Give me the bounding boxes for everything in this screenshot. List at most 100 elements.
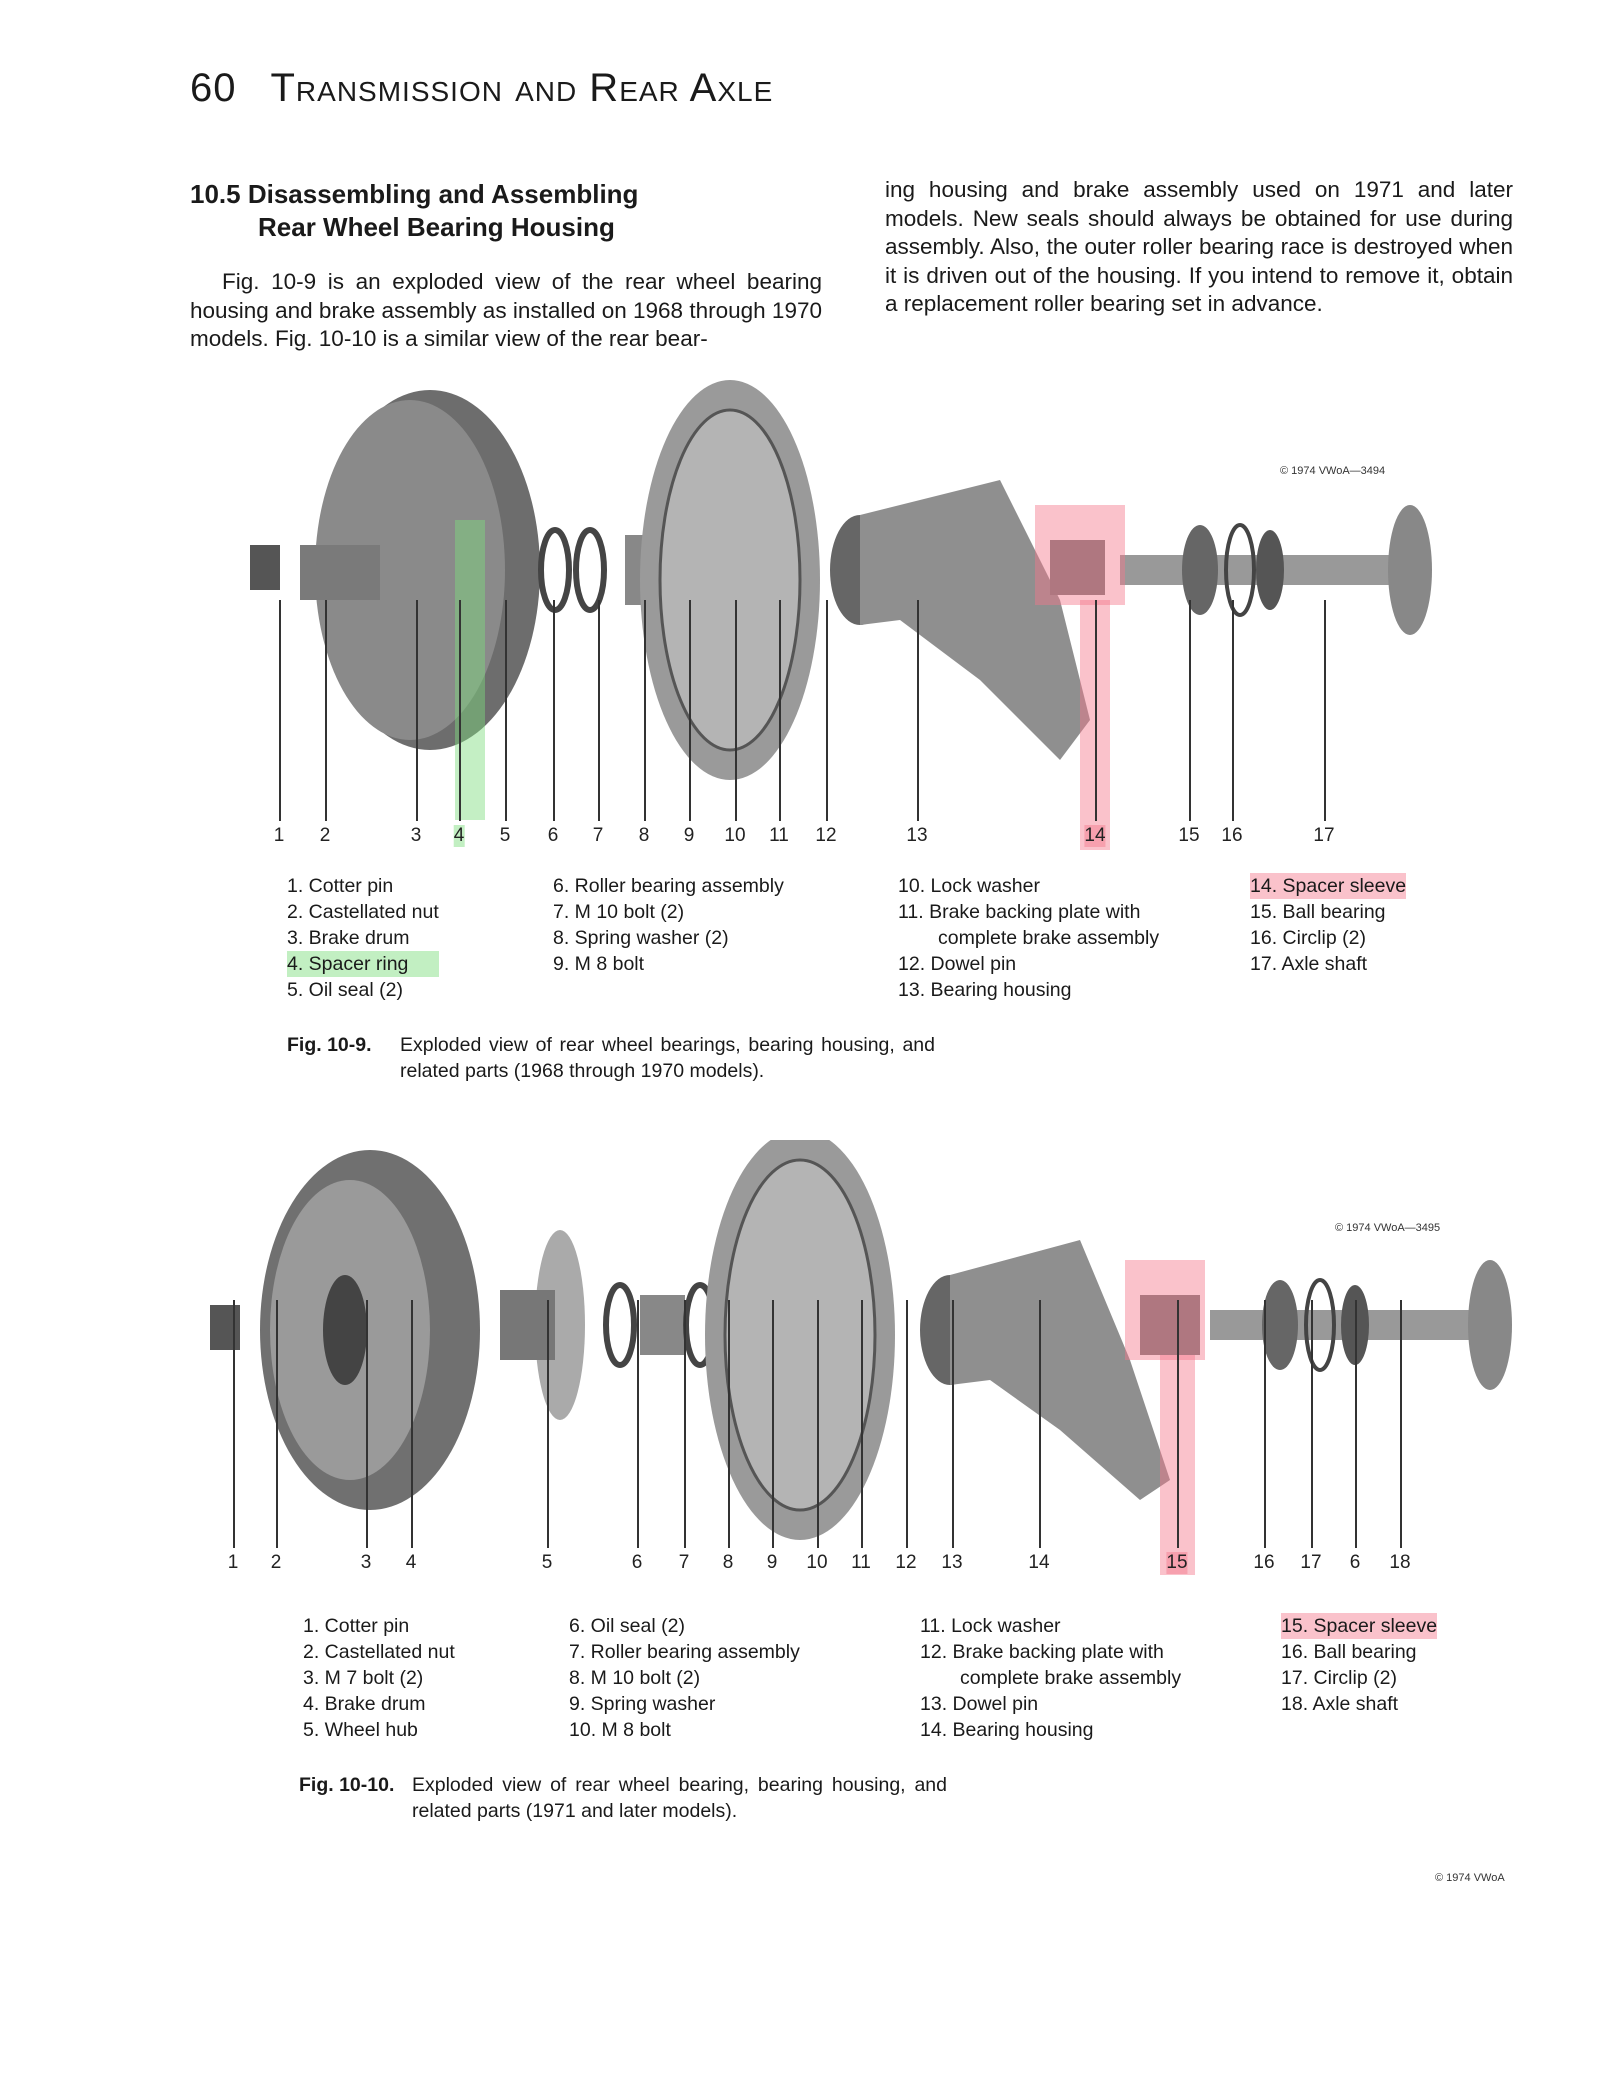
callout-number: 9 xyxy=(766,1552,778,1573)
figure-credit: © 1974 VWoA—3494 xyxy=(1280,465,1386,477)
brake-drum-illustration xyxy=(260,1150,480,1510)
callout-number: 6 xyxy=(631,1552,643,1573)
callout-number: 5 xyxy=(541,1552,553,1573)
legend-item: 7. Roller bearing assembly xyxy=(569,1641,800,1663)
leader-line xyxy=(505,600,507,821)
leader-line xyxy=(689,600,691,821)
callout-number: 11 xyxy=(769,825,789,846)
figure-caption: Fig. 10-10.Exploded view of rear wheel b… xyxy=(299,1772,947,1824)
callout-number: 1 xyxy=(273,825,285,846)
legend-item: 14. Bearing housing xyxy=(920,1719,1094,1741)
legend-item: 16. Ball bearing xyxy=(1281,1641,1417,1663)
leader-line xyxy=(1189,600,1191,821)
axle-shaft-illustration xyxy=(1120,505,1432,635)
caption-label: Fig. 10-9. xyxy=(287,1034,372,1056)
bearing-housing-illustration xyxy=(920,1240,1170,1500)
callout-number: 4 xyxy=(453,825,465,847)
leader-line xyxy=(416,600,418,821)
page-copyright: © 1974 VWoA xyxy=(1435,1872,1505,1884)
callout-number: 18 xyxy=(1389,1552,1411,1573)
legend-item: complete brake assembly xyxy=(938,927,1160,949)
legend-item: 12. Brake backing plate with xyxy=(920,1641,1164,1663)
legend-item: 8. Spring washer (2) xyxy=(553,927,729,949)
callout-number: 8 xyxy=(638,825,650,846)
callout-number: 6 xyxy=(547,825,559,846)
legend-item: 12. Dowel pin xyxy=(898,953,1017,975)
legend-col-2: 6. Roller bearing assembly 7. M 10 bolt (… xyxy=(553,873,784,977)
callout-number: 1 xyxy=(227,1552,239,1573)
castellated-nut-illustration xyxy=(250,545,280,590)
section-heading: 10.5 Disassembling and Assembling Rear W… xyxy=(190,178,638,244)
body-paragraph-right: ing housing and brake assembly used on 1… xyxy=(885,177,1513,316)
section-title-line1: Disassembling and Assembling xyxy=(247,179,639,209)
legend-col-1: 1. Cotter pin 2. Castellated nut 3. M 7 bo… xyxy=(303,1613,455,1743)
legend-col-3: 11. Lock washer 12. Brake backing plate w… xyxy=(920,1613,1181,1743)
legend-item: complete brake assembly xyxy=(960,1667,1182,1689)
leader-line xyxy=(952,1300,954,1548)
leader-line xyxy=(735,600,737,821)
leader-line xyxy=(779,600,781,821)
legend-item: 9. M 8 bolt xyxy=(553,953,645,975)
leader-line xyxy=(459,600,461,821)
legend-item: 8. M 10 bolt (2) xyxy=(569,1667,701,1689)
legend-item: 18. Axle shaft xyxy=(1281,1693,1399,1715)
leader-line xyxy=(772,1300,774,1548)
callout-number: 17 xyxy=(1313,825,1335,846)
brake-drum-illustration xyxy=(300,390,540,750)
highlight-spacer-sleeve xyxy=(1125,1260,1205,1360)
legend-item: 1. Cotter pin xyxy=(303,1615,410,1637)
wheel-hub-illustration xyxy=(500,1230,585,1420)
legend-item: 3. M 7 bolt (2) xyxy=(303,1667,424,1689)
callout-number: 10 xyxy=(806,1552,828,1573)
legend-item: 6. Oil seal (2) xyxy=(569,1615,685,1637)
leader-line xyxy=(1400,1300,1402,1548)
backing-plate-illustration xyxy=(705,1140,895,1540)
body-paragraph-left: Fig. 10-9 is an exploded view of the rea… xyxy=(190,269,822,351)
leader-line xyxy=(1324,600,1326,821)
figure-credit: © 1974 VWoA—3495 xyxy=(1335,1222,1441,1234)
legend-item: 3. Brake drum xyxy=(287,927,410,949)
legend-item: 5. Wheel hub xyxy=(303,1719,418,1741)
caption-text: Exploded view of rear wheel bearings, be… xyxy=(400,1034,935,1082)
leader-line xyxy=(1232,600,1234,821)
legend-item: 6. Roller bearing assembly xyxy=(553,875,784,897)
leader-line xyxy=(411,1300,413,1548)
leader-line xyxy=(547,1300,549,1548)
leader-line xyxy=(366,1300,368,1548)
leader-line xyxy=(906,1300,908,1548)
leader-line xyxy=(1355,1300,1357,1548)
legend-item: 7. M 10 bolt (2) xyxy=(553,901,685,923)
callout-number: 15 xyxy=(1166,1552,1188,1574)
leader-line xyxy=(553,600,555,821)
legend-col-2: 6. Oil seal (2) 7. Roller bearing assembl… xyxy=(569,1613,800,1743)
leader-line xyxy=(826,600,828,821)
legend-item: 5. Oil seal (2) xyxy=(287,979,403,1001)
axle-shaft-illustration xyxy=(1210,1260,1512,1390)
legend-item: 2. Castellated nut xyxy=(303,1641,455,1663)
legend-item: 2. Castellated nut xyxy=(287,901,439,923)
leader-line xyxy=(861,1300,863,1548)
legend-item: 10. Lock washer xyxy=(898,875,1040,897)
callout-number: 16 xyxy=(1253,1552,1275,1573)
leader-line xyxy=(1264,1300,1266,1548)
page-number: 60 xyxy=(190,66,237,110)
callout-number: 8 xyxy=(722,1552,734,1573)
leader-line xyxy=(817,1300,819,1548)
callout-number: 7 xyxy=(678,1552,690,1573)
legend-item: 17. Circlip (2) xyxy=(1281,1667,1397,1689)
callout-number: 11 xyxy=(851,1552,871,1573)
legend-item: 10. M 8 bolt xyxy=(569,1719,671,1741)
section-title-line2: Rear Wheel Bearing Housing xyxy=(258,212,615,242)
bearing-housing-illustration xyxy=(830,480,1090,760)
leader-line xyxy=(276,1300,278,1548)
legend-item: 13. Dowel pin xyxy=(920,1693,1039,1715)
legend-item: 15. Ball bearing xyxy=(1250,901,1386,923)
legend-item: 11. Lock washer xyxy=(920,1615,1061,1637)
callout-number: 17 xyxy=(1300,1552,1322,1573)
